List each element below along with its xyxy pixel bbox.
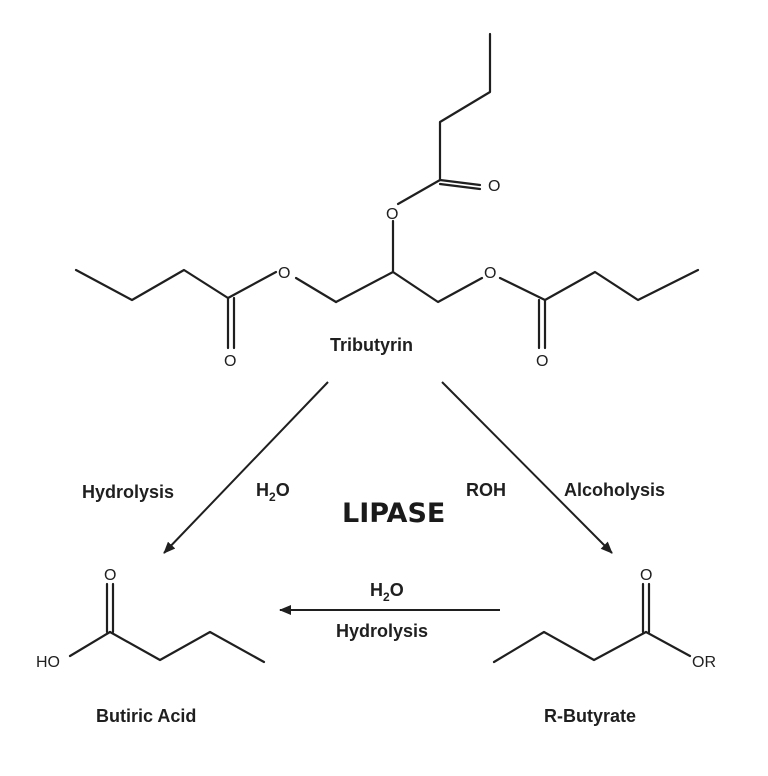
butyric-acid-label: Butiric Acid bbox=[96, 706, 196, 726]
atom-o-carbonyl-top: O bbox=[488, 178, 500, 195]
roh-reagent: ROH bbox=[466, 480, 506, 500]
atom-o-ester-right: O bbox=[484, 265, 496, 282]
alcoholysis-arrow-right bbox=[441, 381, 613, 554]
atom-o-carbonyl-right: O bbox=[536, 353, 548, 370]
atom-hydroxyl: HO bbox=[36, 654, 60, 671]
r-butyrate-label: R-Butyrate bbox=[544, 706, 636, 726]
atom-o-carbonyl-left: O bbox=[224, 353, 236, 370]
atom-o-ester-top: O bbox=[386, 206, 398, 223]
butyric-acid-structure bbox=[68, 582, 266, 664]
atom-o-ester-left: O bbox=[278, 265, 290, 282]
hydrolysis-label-left: Hydrolysis bbox=[82, 482, 174, 502]
tributyrin-structure bbox=[74, 32, 700, 350]
r-butyrate-structure bbox=[492, 582, 692, 664]
hydrolysis-arrow-left bbox=[163, 381, 329, 554]
atom-alkoxy: OR bbox=[692, 654, 716, 671]
atom-o-ester-carbonyl: O bbox=[640, 567, 652, 584]
hydrolysis-label-bottom: Hydrolysis bbox=[336, 621, 428, 641]
enzyme-label: LIPASE bbox=[342, 498, 445, 529]
alcoholysis-label: Alcoholysis bbox=[564, 480, 665, 500]
atom-o-acid-carbonyl: O bbox=[104, 567, 116, 584]
water-reagent-left: H2O bbox=[256, 480, 290, 504]
water-reagent-bottom: H2O bbox=[370, 580, 404, 604]
tributyrin-label: Tributyrin bbox=[330, 335, 413, 355]
